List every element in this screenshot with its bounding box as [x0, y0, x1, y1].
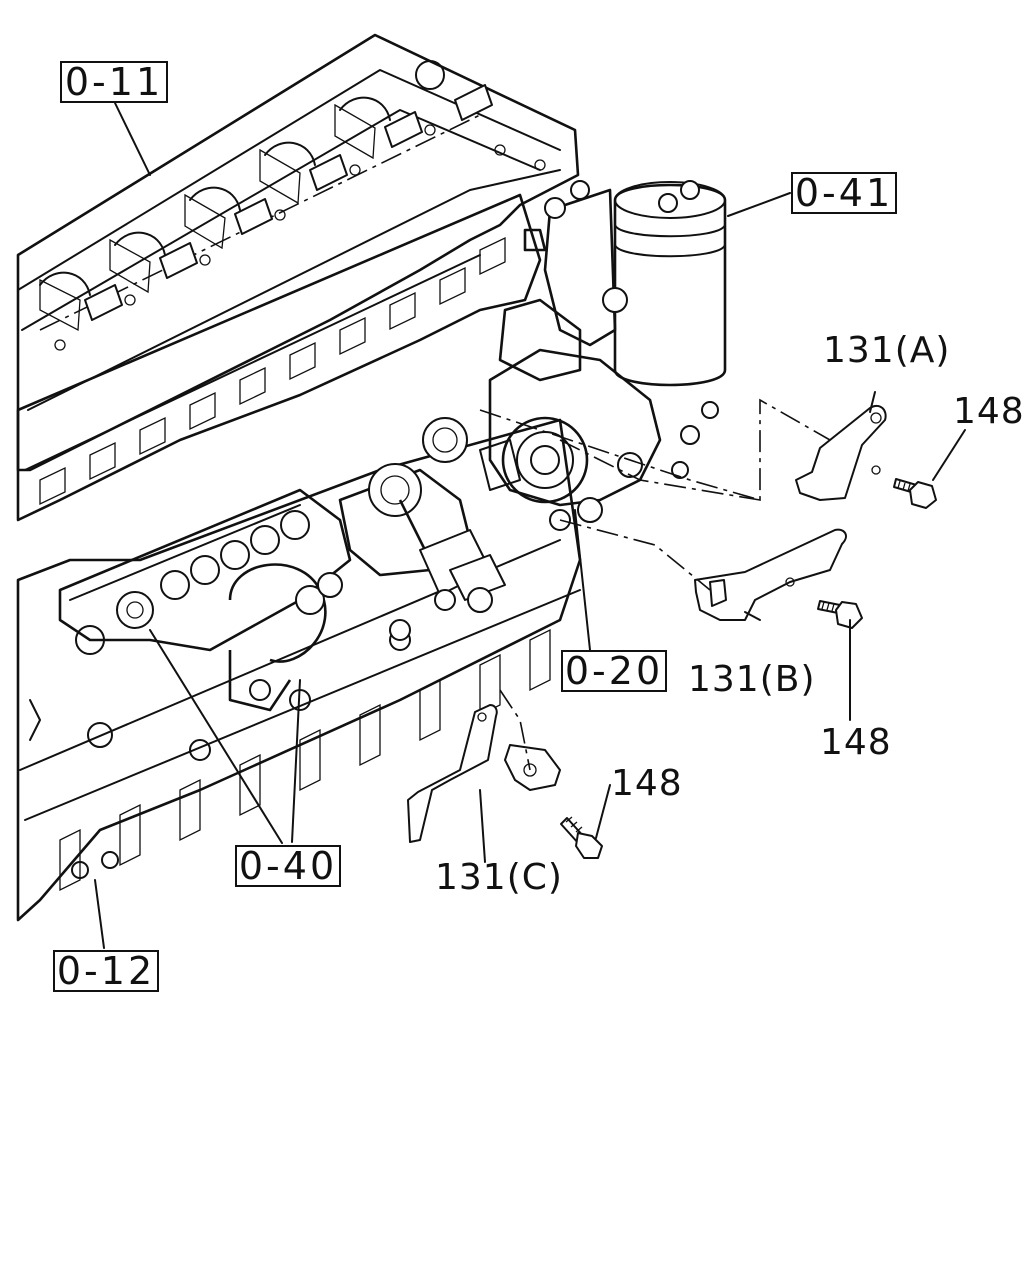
- part-label-131a: 131(A): [823, 330, 951, 371]
- ref-0-11[interactable]: 0-11: [60, 61, 168, 103]
- bolt-148c: [560, 816, 603, 859]
- oil-filter: [523, 180, 727, 479]
- part-label-148a: 148: [953, 391, 1024, 432]
- ref-0-41[interactable]: 0-41: [791, 172, 897, 214]
- cylinder-block-upper: [16, 33, 580, 472]
- bracket-131a: [795, 404, 887, 501]
- ref-0-20[interactable]: 0-20: [561, 650, 667, 692]
- part-label-131b: 131(B): [688, 659, 816, 700]
- bolt-148a: [893, 478, 937, 509]
- ref-0-12[interactable]: 0-12: [53, 950, 159, 992]
- part-label-148c: 148: [611, 763, 683, 804]
- bracket-131b: [694, 528, 847, 621]
- part-label-131c: 131(C): [435, 857, 563, 898]
- leader-lines: [94, 102, 966, 949]
- cylinder-block-lower: [16, 193, 582, 922]
- ref-0-40[interactable]: 0-40: [235, 845, 341, 887]
- bolt-148b: [817, 600, 863, 629]
- part-label-148b: 148: [820, 722, 892, 763]
- injection-pump-assembly: [58, 417, 506, 712]
- bracket-131c: [407, 704, 498, 843]
